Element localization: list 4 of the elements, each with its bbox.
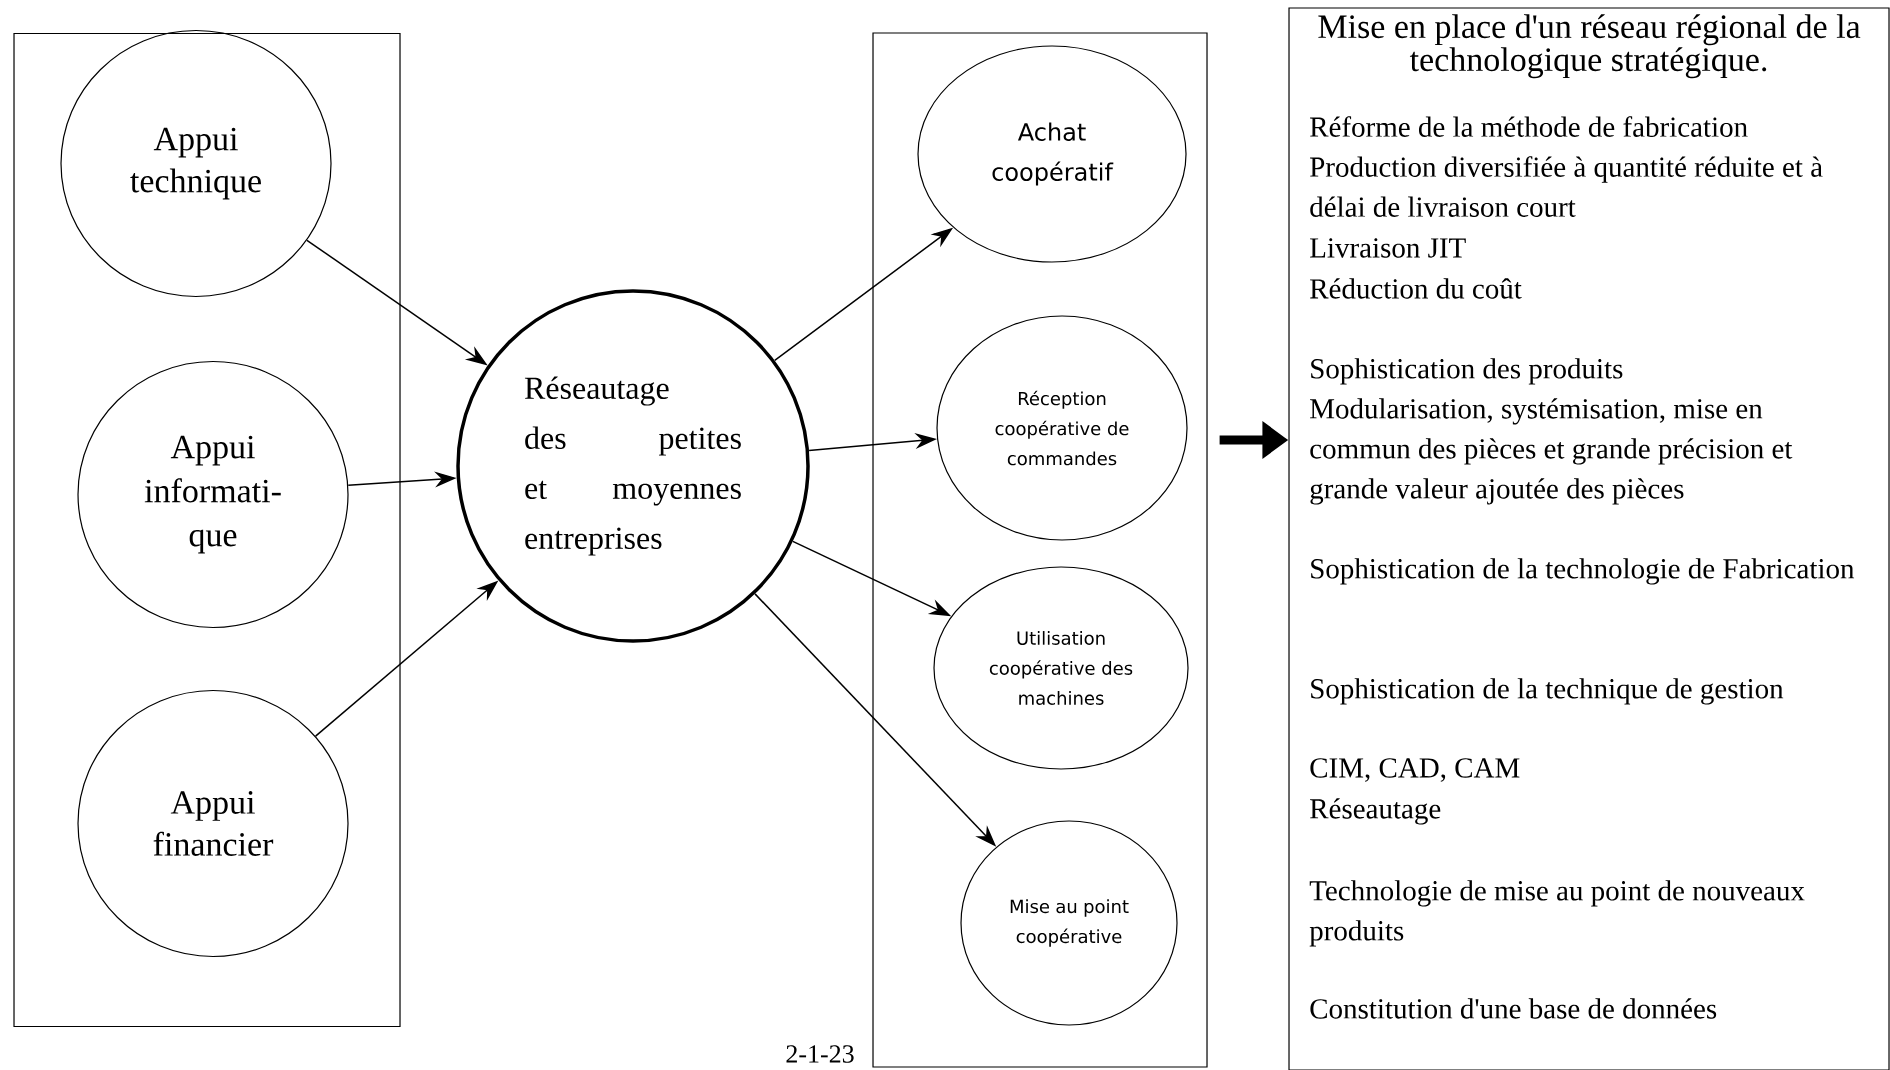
group-frame xyxy=(13,32,401,1028)
group-frame xyxy=(872,32,1208,1068)
text-panel: Mise en place d'un réseau régional de la technologique stratégique. Réforme de la méthode de fabrication Production diversifiée à quantité réduite et à délai de livraison court Livraison JIT Réduction du coût Sophistication des produits Modularisation, systémisation, mise en commun des pièces et grande précision et grande valeur ajoutée des pièces Sophistication de la technologie de Fabrication Sophistication de la technique de gestion CIM, CAD, CAM Réseautage Technologie de mise au point de nouveaux produits Constitution d'une base de données xyxy=(1288,7,1890,1070)
figure-number: 2-1-23 xyxy=(786,1045,854,1063)
